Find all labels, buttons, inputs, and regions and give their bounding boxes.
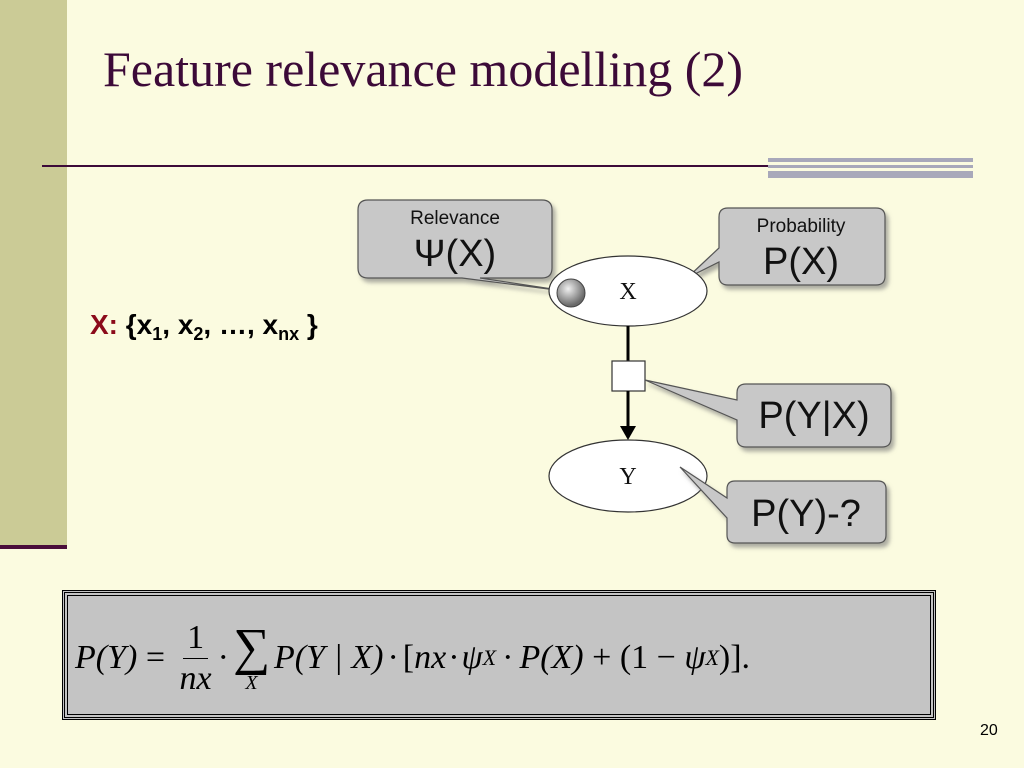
formula-dot-2: ·: [387, 639, 399, 676]
probability-callout-formula: P(X): [763, 241, 839, 283]
left-accent-underline: [0, 545, 67, 549]
formula-psi-1: ψ: [461, 639, 483, 676]
title-divider-line: [42, 165, 972, 167]
formula-sum: ∑ X: [232, 619, 271, 694]
relevance-knob: [556, 278, 586, 308]
probability-callout: [686, 207, 886, 286]
relevance-callout: [357, 199, 573, 293]
formula-fraction-denominator: nx: [179, 659, 212, 697]
probability-callout-title: Probability: [757, 216, 846, 237]
left-accent-band: [0, 0, 67, 545]
target-callout-text: P(Y)-?: [751, 493, 861, 535]
formula-sum-symbol: ∑: [232, 619, 271, 677]
variable-set-open: {x: [125, 309, 153, 340]
variable-subscript-1: 1: [152, 324, 163, 344]
node-x-label: X: [619, 279, 636, 305]
relevance-callout-title: Relevance: [410, 208, 500, 229]
formula-fraction: 1 nx: [180, 618, 212, 697]
node-y-label: Y: [619, 464, 636, 490]
conditional-callout-text: P(Y|X): [758, 395, 869, 437]
variable-set-sep1: , x: [162, 309, 194, 340]
formula-psi-2: ψ: [684, 639, 706, 676]
variable-subscript-2: 2: [193, 324, 204, 344]
title-divider-bar: [768, 158, 973, 178]
formula-plus: +: [583, 639, 620, 676]
formula-fraction-numerator: 1: [183, 618, 209, 659]
variable-set: X: {x1, x2, …, xnx }: [90, 309, 318, 344]
edge-arrowhead: [620, 426, 636, 440]
formula-dot-3: ·: [448, 639, 460, 676]
variable-set-close: }: [299, 309, 318, 340]
formula-dot-1: ·: [217, 639, 229, 676]
formula-dot-4: ·: [502, 639, 514, 676]
variable-set-sep2: , …, x: [203, 309, 279, 340]
factor-node: [611, 360, 646, 392]
formula-equals: =: [137, 639, 174, 676]
formula-px: P(X): [519, 639, 584, 676]
formula-paren-open: (1 −: [619, 639, 685, 676]
target-callout: [679, 466, 887, 544]
formula-bracket-open: [: [402, 639, 415, 676]
conditional-callout: [644, 379, 892, 448]
slide-title: Feature relevance modelling (2): [103, 41, 743, 97]
formula-nx: nx: [414, 639, 447, 676]
formula-tail: )].: [718, 639, 751, 676]
node-y: [548, 439, 708, 513]
variable-set-label: X:: [90, 309, 118, 340]
formula-sum-index: X: [245, 671, 258, 694]
page-number: 20: [980, 722, 998, 739]
formula-conditional: P(Y | X): [274, 639, 384, 676]
formula-lhs: P(Y): [75, 639, 138, 676]
variable-subscript-nx: nx: [278, 324, 300, 344]
relevance-callout-formula: Ψ(X): [414, 233, 496, 275]
